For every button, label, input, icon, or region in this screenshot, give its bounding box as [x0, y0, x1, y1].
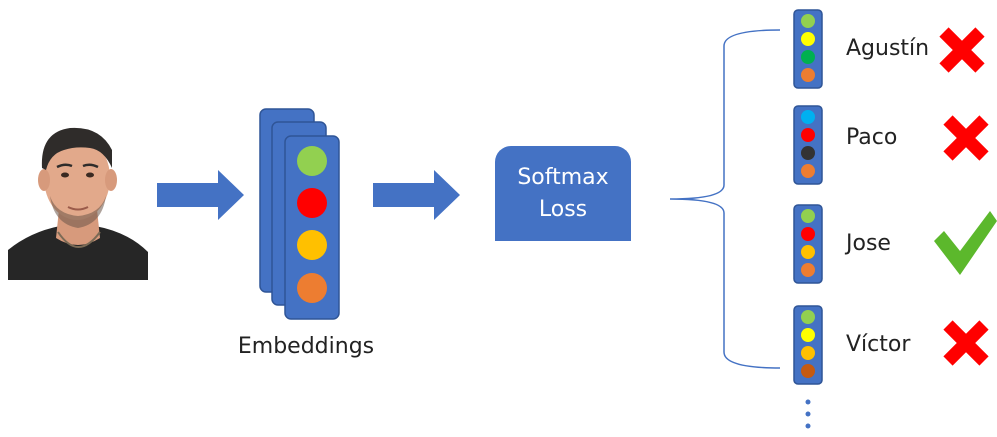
output-dot: [801, 364, 815, 378]
embedding-card-front: [284, 135, 340, 320]
output-dot: [801, 128, 815, 142]
embedding-dot-1: [297, 146, 327, 176]
output-dot: [801, 227, 815, 241]
output-card: [793, 305, 823, 385]
output-column-1: [793, 9, 823, 89]
softmax-loss-box: Softmax Loss: [495, 146, 631, 241]
cross-icon: [939, 27, 985, 73]
output-dot: [801, 263, 815, 277]
output-dot: [801, 245, 815, 259]
softmax-line-2: Loss: [538, 196, 588, 222]
output-dot: [801, 328, 815, 342]
arrow-to-embeddings: [157, 170, 244, 220]
output-dot: [801, 164, 815, 178]
output-card: [793, 204, 823, 284]
output-card: [793, 105, 823, 185]
more-outputs-ellipsis: [805, 399, 811, 429]
softmax-line-1: Softmax: [517, 164, 609, 190]
embedding-dot-3: [297, 230, 327, 260]
output-dot: [801, 146, 815, 160]
output-dot: [801, 346, 815, 360]
cross-icon: [943, 115, 989, 161]
output-dot: [801, 14, 815, 28]
output-dot: [801, 50, 815, 64]
output-dot: [801, 310, 815, 324]
output-name-paco: Paco: [846, 125, 898, 150]
output-column-2: [793, 105, 823, 185]
cross-icon: [943, 320, 989, 366]
embeddings-label: Embeddings: [237, 334, 375, 359]
output-column-3: [793, 204, 823, 284]
output-dot: [801, 209, 815, 223]
embedding-dot-2: [297, 188, 327, 218]
output-name-jose: Jose: [846, 231, 891, 256]
output-dot: [801, 32, 815, 46]
face-photo: [8, 125, 148, 280]
arrow-to-softmax: [373, 170, 460, 220]
output-name-agustin: Agustín: [846, 36, 930, 61]
output-dot: [801, 68, 815, 82]
embedding-stack: [259, 108, 340, 320]
output-column-4: [793, 305, 823, 385]
embedding-dot-4: [297, 273, 327, 303]
output-card: [793, 9, 823, 89]
output-bracket: [669, 29, 781, 369]
check-icon: [934, 211, 997, 275]
output-dot: [801, 110, 815, 124]
output-list: [793, 9, 997, 385]
output-name-victor: Víctor: [846, 332, 911, 357]
